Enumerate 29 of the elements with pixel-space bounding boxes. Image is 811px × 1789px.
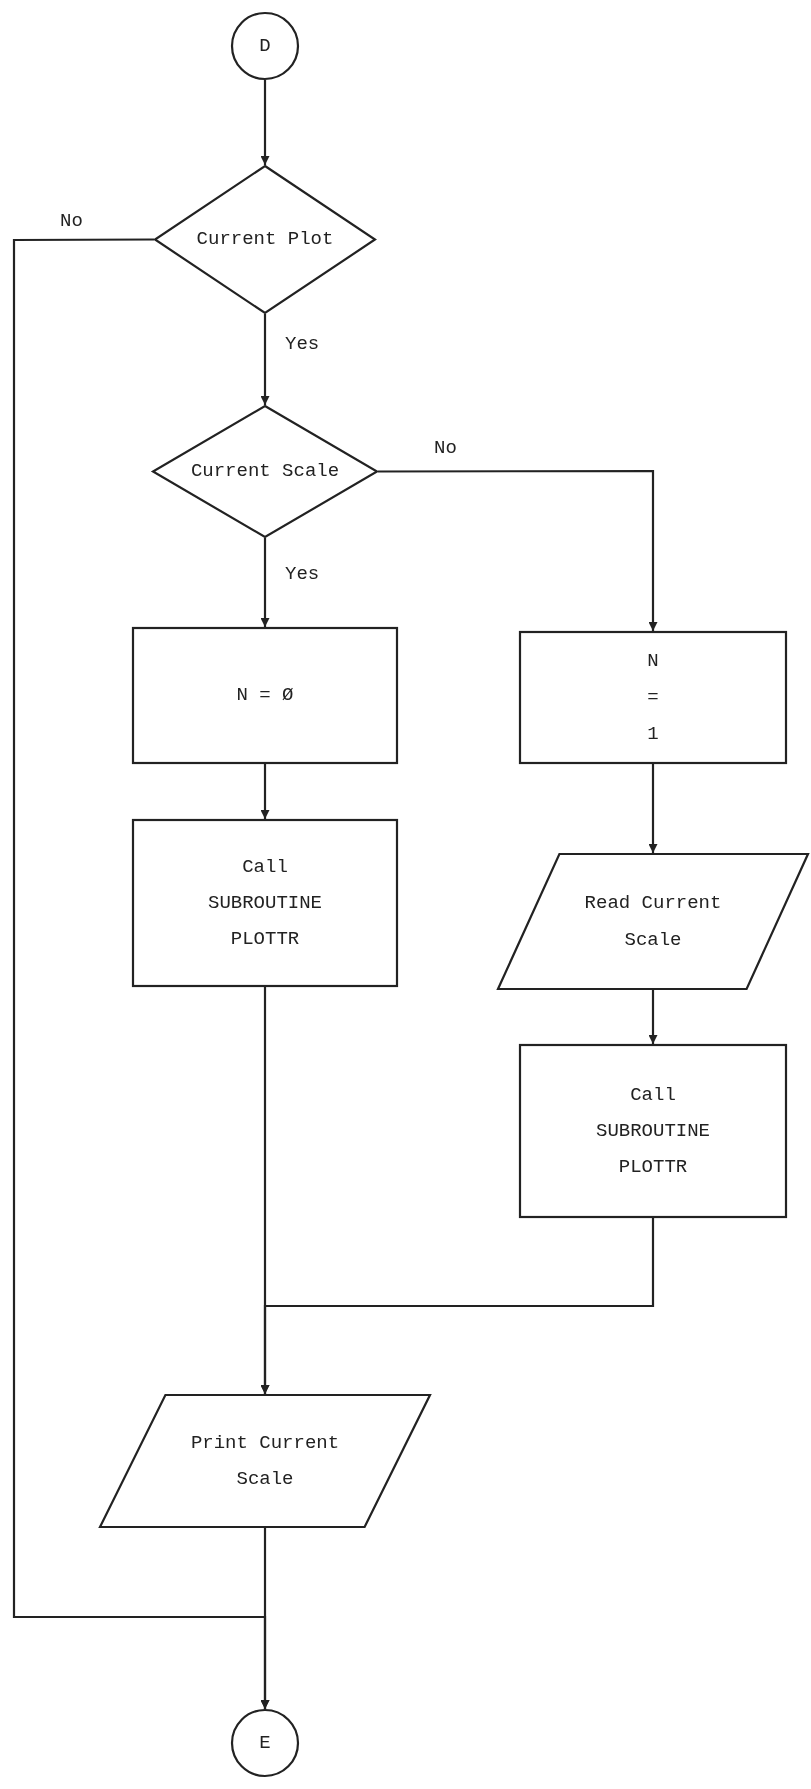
terminal-circle — [231, 1709, 299, 1777]
node-label: Read Current Scale — [583, 891, 723, 953]
arrow — [260, 1218, 655, 1394]
arrow — [648, 764, 658, 853]
node-label: E — [259, 1730, 271, 1756]
process-box — [519, 1044, 787, 1218]
arrow — [260, 764, 270, 819]
arrow — [260, 314, 270, 405]
node-label: Current Plot — [196, 227, 334, 253]
arrow — [260, 1528, 270, 1709]
arrow — [260, 80, 270, 165]
process-box — [132, 627, 398, 764]
terminal-circle — [231, 12, 299, 80]
node-label: Call SUBROUTINE PLOTTR — [208, 854, 322, 953]
arrow — [648, 990, 658, 1044]
node-label: D — [259, 33, 271, 59]
process-box — [519, 631, 787, 764]
io-parallelogram — [99, 1394, 431, 1528]
node-label: Call SUBROUTINE PLOTTR — [596, 1082, 710, 1181]
arrow — [260, 538, 270, 627]
node-label: N = Ø — [236, 683, 294, 709]
io-parallelogram — [497, 853, 809, 990]
decision-diamond — [152, 405, 378, 538]
node-label: N = 1 — [647, 649, 659, 747]
node-label: Current Scale — [190, 459, 340, 485]
node-label: Print Current Scale — [190, 1430, 340, 1492]
decision-diamond — [154, 165, 376, 314]
arrow — [378, 469, 658, 631]
process-box — [132, 819, 398, 987]
